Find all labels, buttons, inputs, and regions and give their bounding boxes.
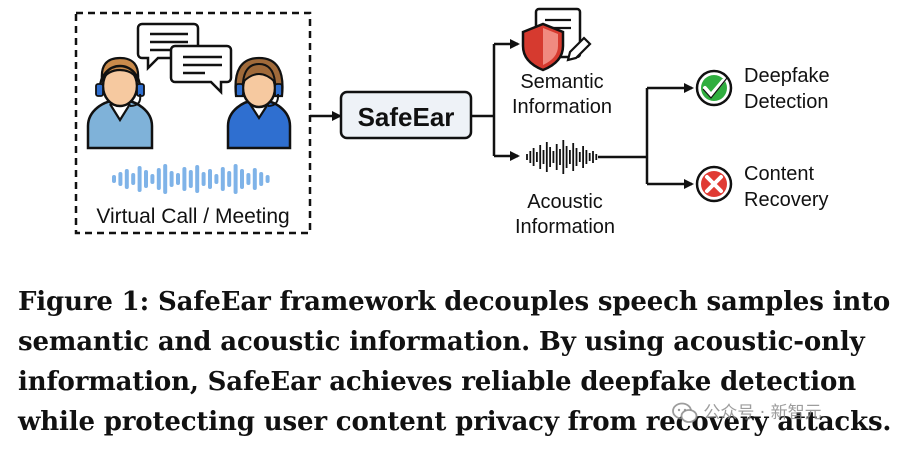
waveform-bar [227, 171, 232, 187]
waveform-bar [220, 167, 225, 191]
caption-line: semantic and acoustic information. By us… [18, 327, 865, 357]
waveform-bar [214, 174, 219, 184]
waveform-bar [252, 168, 257, 190]
safeear-label: SafeEar [358, 102, 455, 132]
waveform-bar [112, 175, 116, 183]
waveform-bar [176, 173, 180, 185]
split-arrows [471, 39, 520, 161]
waveform-bar [240, 169, 244, 189]
recovery-label-line1: Content [744, 163, 814, 185]
waveform-bar [188, 170, 193, 188]
female-agent-icon [226, 56, 292, 150]
waveform-bar [137, 166, 142, 192]
virtual-call-box [74, 11, 312, 235]
waveform-bar [131, 173, 136, 185]
waveform-bar [201, 172, 206, 186]
deepfake-label-line2: Detection [744, 91, 829, 113]
waveform-bar [118, 172, 123, 186]
waveform-bar [259, 172, 264, 186]
deepfake-label-line1: Deepfake [744, 65, 830, 87]
watermark-text: 公众号 · 新智元 [703, 403, 822, 423]
figure-caption: Figure 1: SafeEar framework decouples sp… [18, 282, 908, 442]
waveform-bar [265, 175, 270, 183]
waveform-bar [144, 170, 148, 188]
waveform-bar [169, 171, 174, 187]
acoustic-waveform-icon [526, 140, 598, 174]
waveform-bar [195, 165, 200, 193]
acoustic-label-line2: Information [515, 216, 615, 238]
input-box-label: Virtual Call / Meeting [96, 205, 289, 228]
document-shield-icon [521, 7, 592, 72]
waveform-bar [233, 164, 238, 194]
waveform-bar [208, 169, 212, 189]
waveform-bar [182, 167, 187, 191]
caption-line: Figure 1: SafeEar framework decouples sp… [18, 287, 891, 317]
waveform-bar [150, 174, 155, 184]
output-arrows [598, 83, 694, 189]
watermark: 公众号 · 新智元 [672, 398, 902, 428]
cross-icon [695, 165, 733, 203]
safeear-diagram: Virtual Call / Meeting SafeEar Semantic … [74, 7, 830, 238]
wechat-icon [672, 402, 698, 423]
waveform-bar [124, 169, 129, 189]
audio-waveform-icon [112, 164, 270, 194]
caption-line: information, SafeEar achieves reliable d… [18, 367, 856, 397]
semantic-label-line1: Semantic [520, 71, 603, 93]
male-agent-icon [86, 56, 154, 150]
caption-line: while protecting user content privacy fr… [18, 407, 892, 437]
acoustic-label-line1: Acoustic [527, 191, 603, 213]
waveform-bar [246, 173, 251, 185]
recovery-label-line2: Recovery [744, 189, 828, 211]
speech-bubble-icon [169, 44, 233, 96]
check-icon [695, 69, 733, 107]
semantic-label-line2: Information [512, 96, 612, 118]
waveform-bar [163, 164, 168, 194]
waveform-bar [156, 168, 161, 190]
